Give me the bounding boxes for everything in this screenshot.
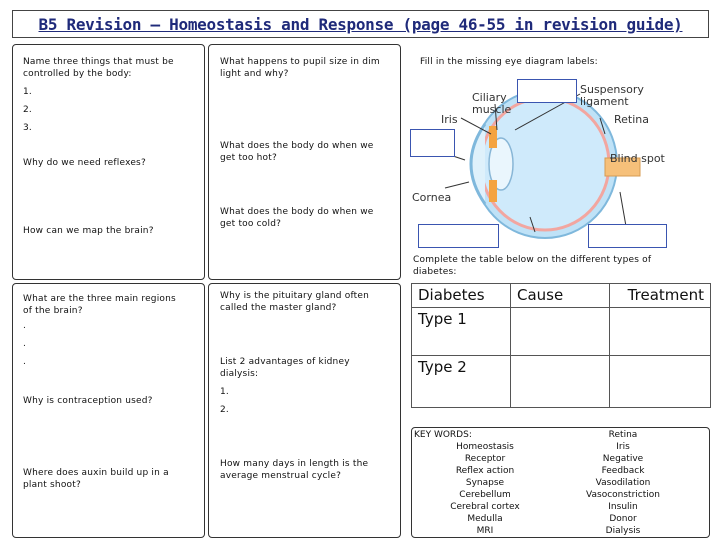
question-map-brain: How can we map the brain? [23,226,154,236]
keyword: Synapse [465,478,505,488]
optic-nerve-shape [604,157,641,177]
header-treatment: Treatment [609,283,711,308]
question-menstrual-cycle: How many days in length is the average m… [220,459,369,481]
keywords-col-1: Homeostasis Receptor Reflex action Synap… [440,441,530,537]
blind-spot-label: Blind spot [610,152,665,165]
page-title: B5 Revision – Homeostasis and Response (… [38,15,683,34]
cell-type2-cause[interactable] [510,355,610,408]
bullet-1: . [23,321,27,331]
keyword: Receptor [464,454,506,464]
keyword: Insulin [608,502,638,512]
question-reflexes: Why do we need reflexes? [23,158,146,168]
bullet-2: . [23,339,27,349]
question-box-brain-regions [12,283,205,538]
ciliary-muscle-label: Ciliary muscle [472,91,512,116]
keywords-heading: KEY WORDS: [414,430,472,440]
keywords-col-2: Retina Iris Negative Feedback Vasodilati… [578,429,668,537]
iris-bottom-shape [489,180,497,202]
keywords-box [411,427,710,538]
eye-instruction: Fill in the missing eye diagram labels: [420,57,598,67]
question-too-hot: What does the body do when we get too ho… [220,141,374,163]
cornea-shape [469,123,487,205]
blank-label-box[interactable] [418,224,499,248]
keyword: Cerebellum [459,490,511,500]
keyword: Vasodilation [595,478,651,488]
lens-shape [488,137,514,191]
header-diabetes: Diabetes [411,283,511,308]
iris-label: Iris [441,113,458,126]
keyword: Reflex action [455,466,515,476]
question-box-body-control [12,44,205,280]
blank-label-box[interactable] [517,79,577,103]
keyword: Dialysis [605,526,641,536]
keyword: Vasoconstriction [586,490,660,500]
list-item-3: 3. [23,123,32,133]
bullet-3: . [23,357,27,367]
keyword: Cerebral cortex [450,502,520,512]
retina-label: Retina [614,113,649,126]
question-auxin: Where does auxin build up in a plant sho… [23,468,169,490]
suspensory-ligament-label: Suspensory ligament [580,83,644,108]
list-item-1: 1. [23,87,32,97]
keyword: Retina [608,430,638,440]
keyword: Feedback [601,466,645,476]
keyword: MRI [476,526,494,536]
question-too-cold: What does the body do when we get too co… [220,207,374,229]
question-contraception: Why is contraception used? [23,396,153,406]
question-controlled-things: Name three things that must be controlle… [23,57,174,79]
cell-type1-cause[interactable] [510,307,610,356]
question-brain-regions: What are the three main regions of the b… [23,294,176,316]
cell-type2-treatment[interactable] [609,355,711,408]
question-pupil-size: What happens to pupil size in dim light … [220,57,380,79]
question-box-pupil-temperature [208,44,401,280]
blank-label-box[interactable] [410,129,455,157]
table-instruction: Complete the table below on the differen… [413,255,652,277]
question-dialysis: List 2 advantages of kidney dialysis: [220,357,350,379]
dialysis-item-2: 2. [220,405,229,415]
row-type-2: Type 2 [411,355,511,408]
dialysis-item-1: 1. [220,387,229,397]
row-type-1: Type 1 [411,307,511,356]
question-pituitary: Why is the pituitary gland often called … [220,291,370,313]
keyword: Homeostasis [456,442,514,452]
keyword: Negative [602,454,644,464]
list-item-2: 2. [23,105,32,115]
cornea-label: Cornea [412,191,452,204]
keyword: Donor [609,514,637,524]
blank-label-box[interactable] [588,224,667,248]
iris-top-shape [489,126,497,148]
cell-type1-treatment[interactable] [609,307,711,356]
question-box-pituitary-dialysis [208,283,401,538]
title-bar: B5 Revision – Homeostasis and Response (… [12,10,709,38]
diabetes-table: Diabetes Cause Treatment Type 1 Type 2 [411,283,711,408]
keyword: Iris [616,442,630,452]
keyword: Medulla [467,514,503,524]
header-cause: Cause [510,283,610,308]
